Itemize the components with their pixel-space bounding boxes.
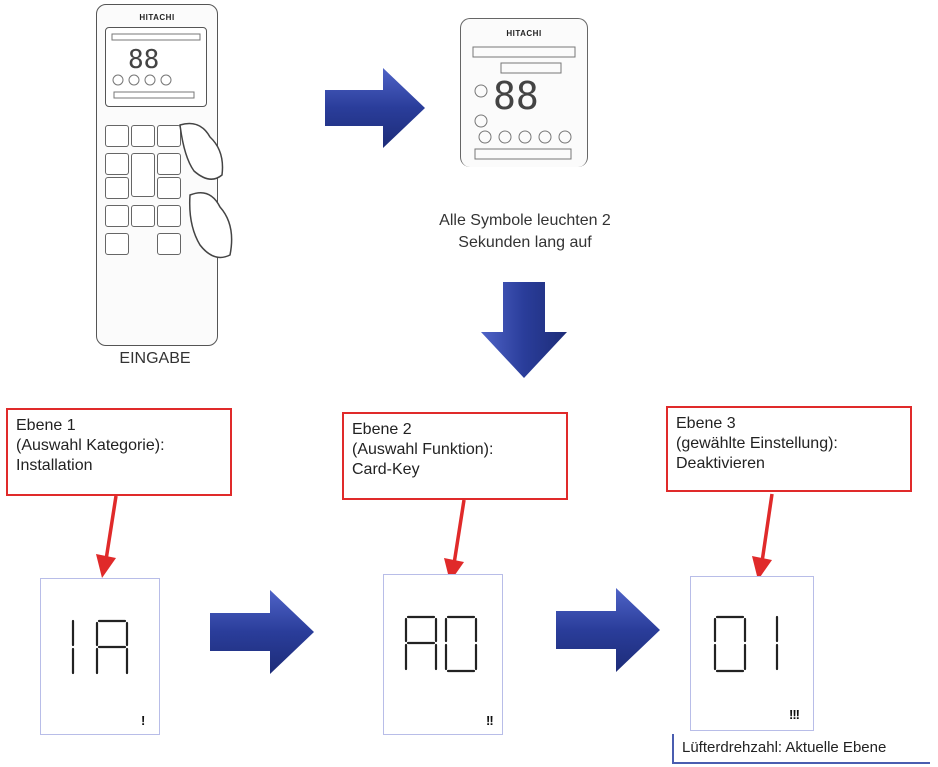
preview-caption-line1: Alle Symbole leuchten 2	[439, 212, 611, 229]
remote-screen-icons: 88	[111, 33, 201, 99]
filter-button[interactable]	[105, 233, 129, 255]
remote-screen: 88	[105, 27, 207, 107]
level-3-description: (gewählte Einstellung):	[676, 435, 838, 452]
red-pointer-arrow-icon	[96, 495, 118, 578]
remote-brand: HITACHI	[139, 13, 175, 22]
lcd-digits-01	[713, 615, 779, 673]
svg-text:88: 88	[128, 45, 159, 75]
lcd-display-level-2: !!	[383, 574, 503, 735]
fan-speed-indicator: !!!	[789, 707, 800, 722]
louver-button[interactable]	[157, 205, 181, 227]
lcd-digits-1A	[71, 619, 129, 675]
hand-pointer-icon	[179, 122, 233, 259]
right-arrow-icon	[210, 590, 314, 674]
fan-button[interactable]	[105, 125, 129, 147]
level-1-title: Ebene 1	[16, 417, 76, 434]
preview-all-symbols: 88	[472, 46, 576, 160]
lcd-display-level-3: !!!	[690, 576, 814, 731]
mode-button[interactable]	[105, 153, 129, 175]
preview-remote: HITACHI 88	[460, 18, 588, 167]
powerful-button[interactable]	[157, 153, 181, 175]
level-2-value: Card-Key	[352, 461, 420, 478]
fan-speed-indicator: !!	[486, 713, 494, 728]
preview-brand: HITACHI	[506, 29, 542, 38]
level-2-description: (Auswahl Funktion):	[352, 441, 494, 458]
preview-caption-line2: Sekunden lang auf	[458, 234, 592, 251]
down-arrow-icon	[481, 282, 567, 378]
preview-caption: Alle Symbole leuchten 2 Sekunden lang au…	[410, 210, 640, 254]
fan-speed-legend: Lüfterdrehzahl: Aktuelle Ebene	[672, 734, 930, 764]
timer-button[interactable]	[105, 205, 129, 227]
level-3-title: Ebene 3	[676, 415, 736, 432]
lcd-display-level-1: !	[40, 578, 160, 735]
fan-speed-indicator: !	[141, 713, 145, 728]
red-pointer-arrow-icon	[444, 499, 466, 582]
level-1-callout: Ebene 1 (Auswahl Kategorie): Installatio…	[6, 408, 232, 496]
temp-button[interactable]	[131, 153, 155, 197]
power-button[interactable]	[131, 125, 155, 147]
level-1-description: (Auswahl Kategorie):	[16, 437, 165, 454]
lcd-digits-A0	[404, 615, 478, 673]
level-3-value: Deaktivieren	[676, 455, 765, 472]
svg-text:88: 88	[493, 74, 539, 118]
silent-button[interactable]	[157, 177, 181, 199]
sleep-button[interactable]	[131, 205, 155, 227]
remote-control: HITACHI 88	[96, 4, 218, 346]
fan-speed-button[interactable]	[157, 125, 181, 147]
right-arrow-icon	[325, 68, 425, 148]
level-2-title: Ebene 2	[352, 421, 412, 438]
level-2-callout: Ebene 2 (Auswahl Funktion): Card-Key	[342, 412, 568, 500]
right-arrow-icon	[556, 588, 660, 672]
remote-caption: EINGABE	[119, 350, 191, 367]
swing-button[interactable]	[105, 177, 129, 199]
red-pointer-arrow-icon	[752, 493, 774, 580]
eco-button[interactable]	[157, 233, 181, 255]
level-1-value: Installation	[16, 457, 93, 474]
level-3-callout: Ebene 3 (gewählte Einstellung): Deaktivi…	[666, 406, 912, 492]
